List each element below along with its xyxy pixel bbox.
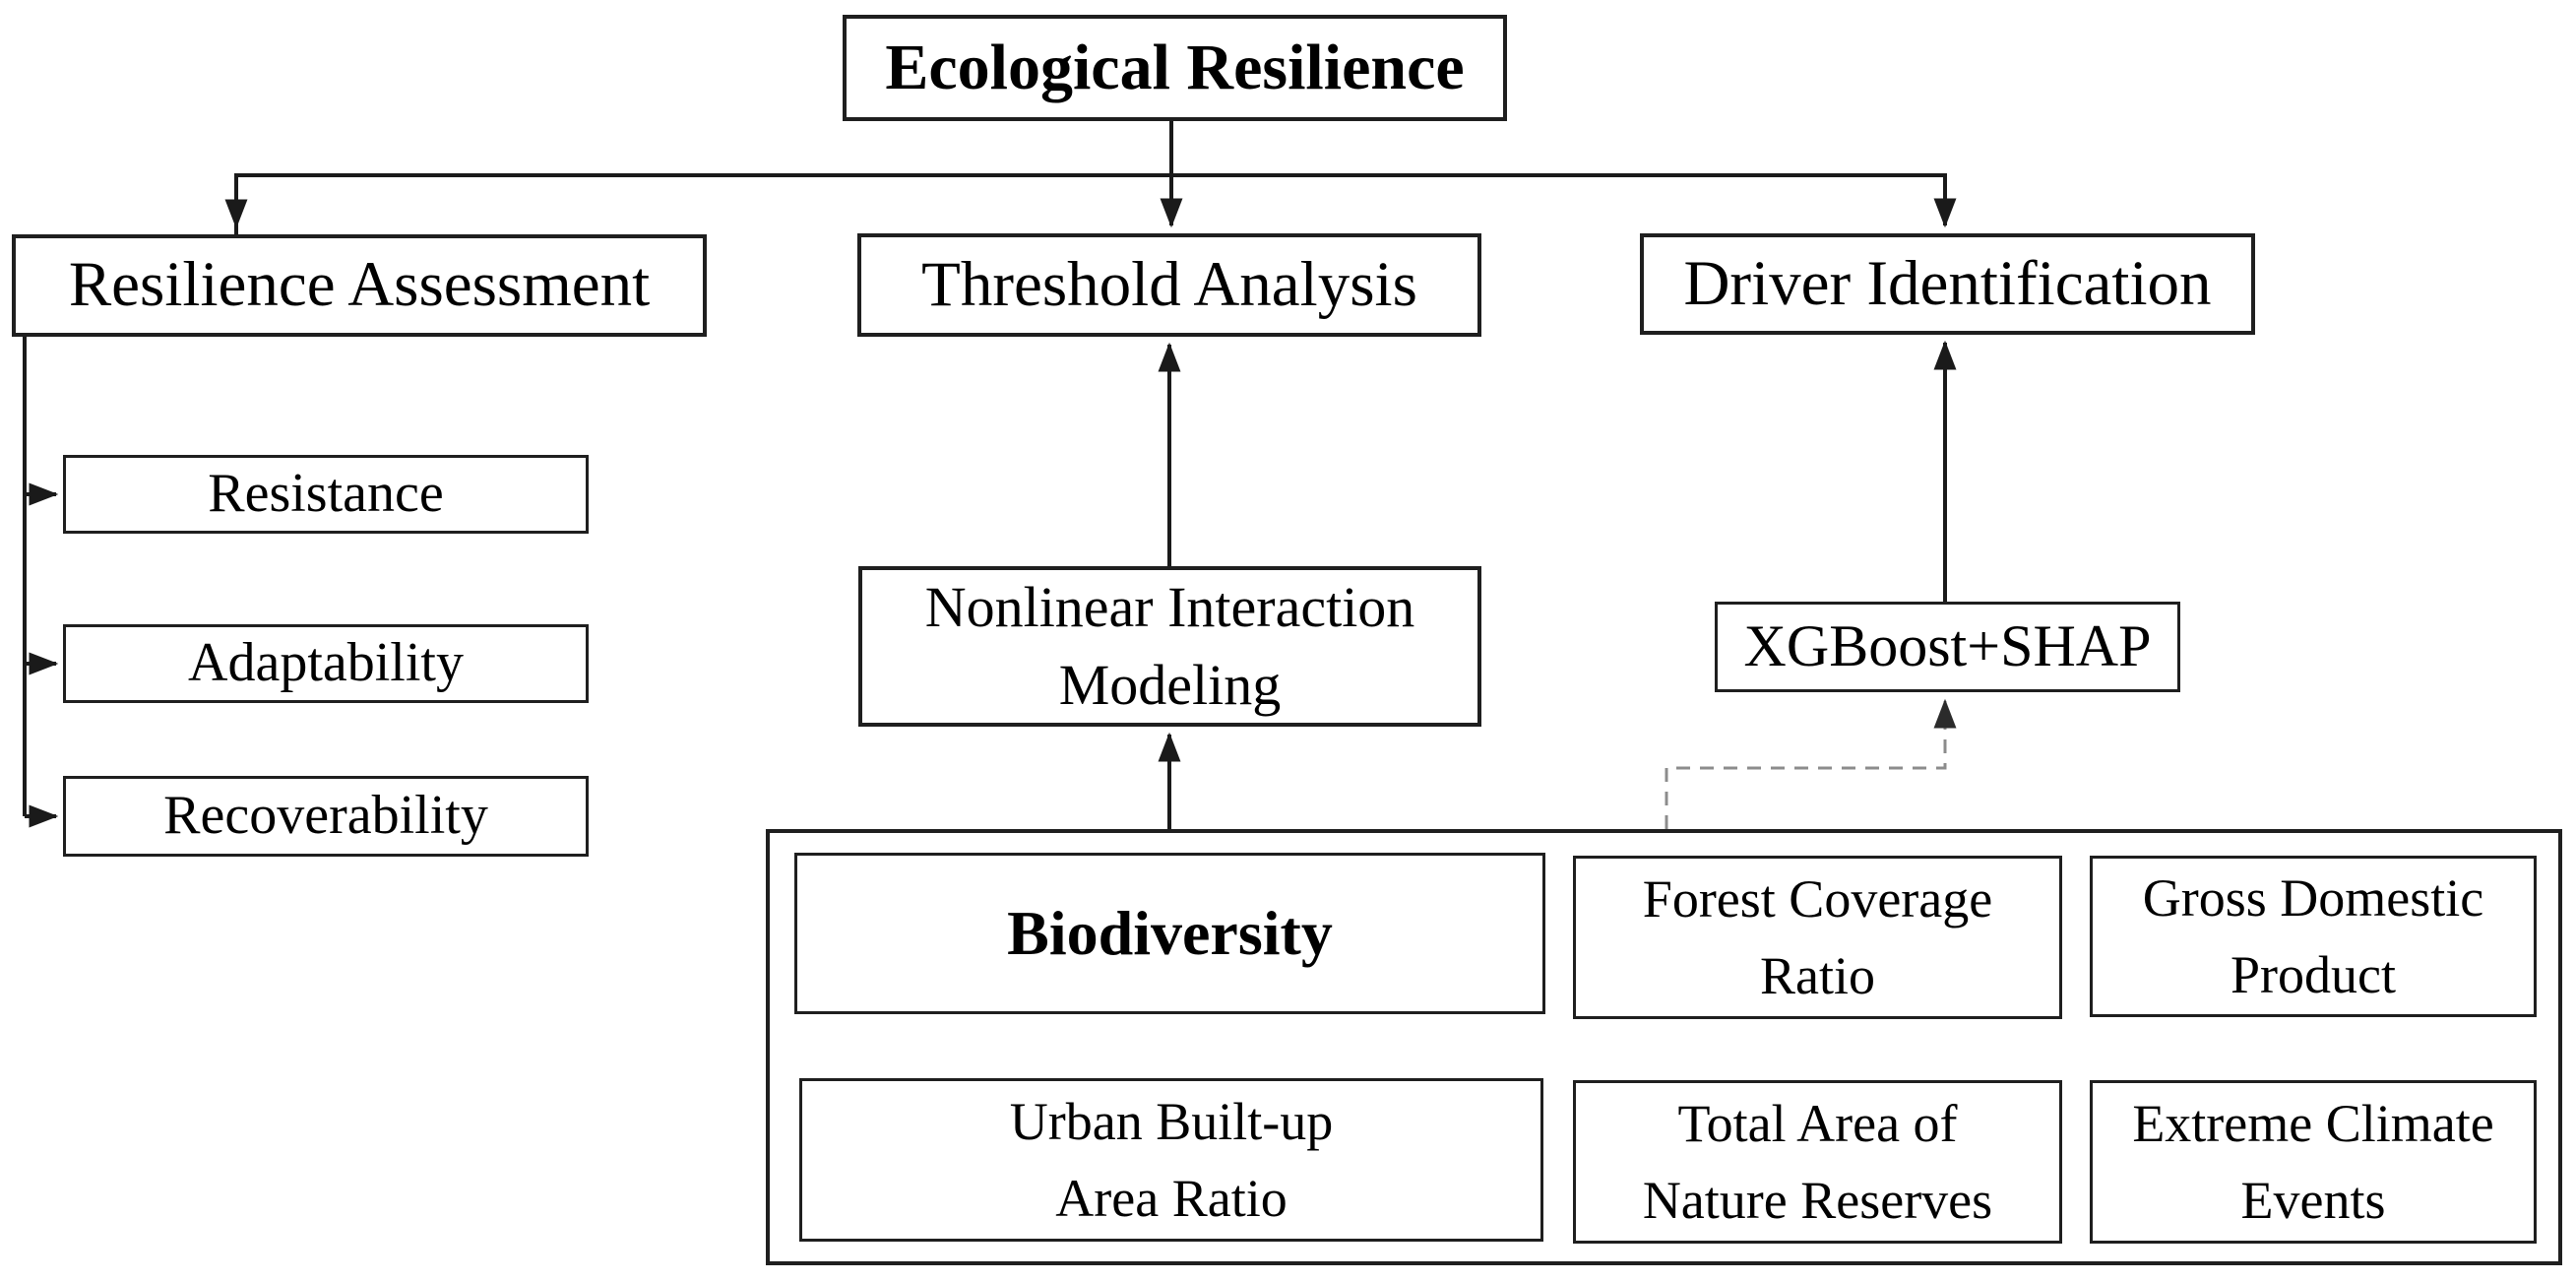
edge-branch-bar <box>234 173 1947 234</box>
node-threshold-analysis: Threshold Analysis <box>857 233 1481 337</box>
node-nonlinear-interaction-modeling: Nonlinear Interaction Modeling <box>858 566 1481 727</box>
node-xgboost-shap: XGBoost+SHAP <box>1715 602 2180 692</box>
node-ecological-resilience: Ecological Resilience <box>843 15 1507 121</box>
node-biodiversity: Biodiversity <box>794 853 1545 1014</box>
node-recoverability: Recoverability <box>63 776 589 857</box>
node-resistance: Resistance <box>63 455 589 534</box>
node-resilience-assessment: Resilience Assessment <box>12 234 707 337</box>
edge-indicators-to-xgboost-dashed <box>1665 698 1957 829</box>
node-gross-domestic-product: Gross Domestic Product <box>2090 856 2537 1017</box>
node-extreme-climate-events: Extreme Climate Events <box>2090 1080 2537 1244</box>
node-urban-built-up-area-ratio: Urban Built-up Area Ratio <box>799 1078 1543 1242</box>
node-total-area-of-nature-reserves: Total Area of Nature Reserves <box>1573 1080 2062 1244</box>
node-driver-identification: Driver Identification <box>1640 233 2255 335</box>
node-forest-coverage-ratio: Forest Coverage Ratio <box>1573 856 2062 1019</box>
node-adaptability: Adaptability <box>63 624 589 703</box>
